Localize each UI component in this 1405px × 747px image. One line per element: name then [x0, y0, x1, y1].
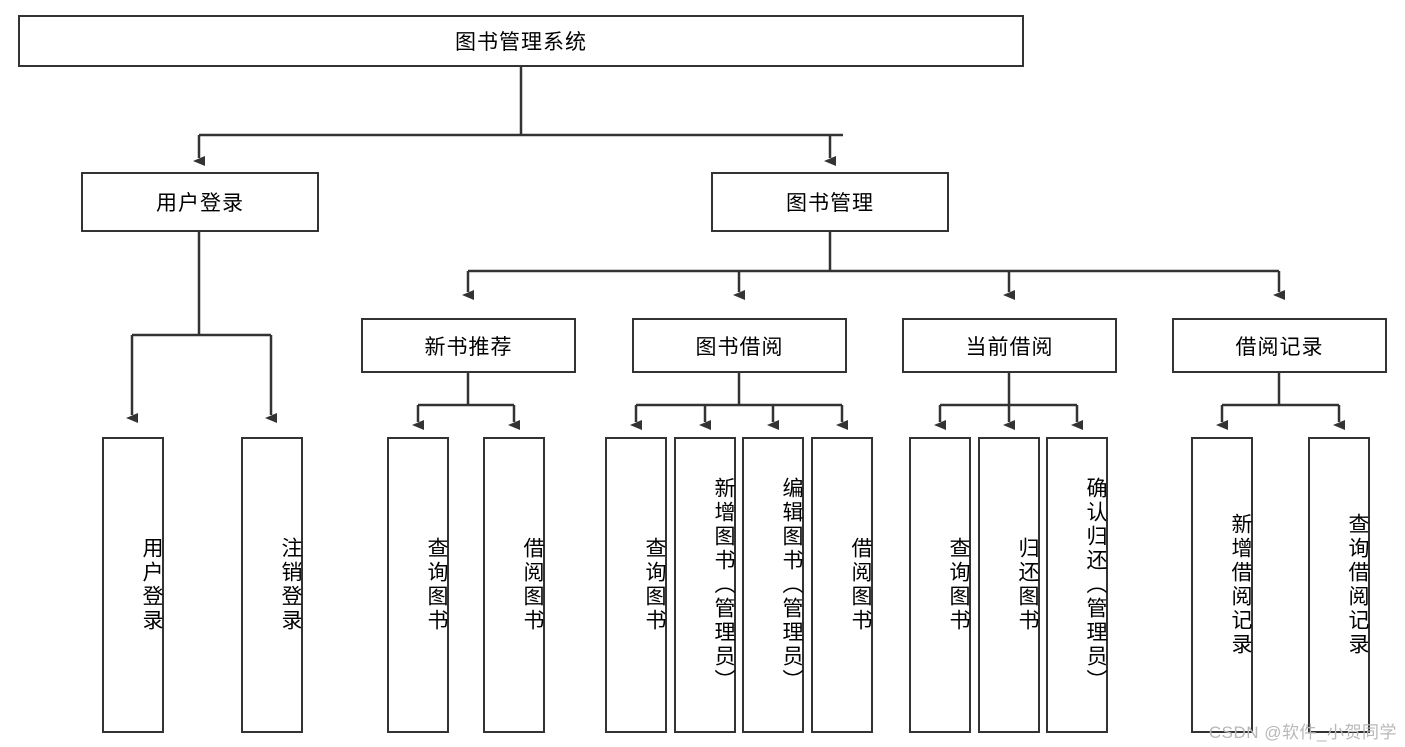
- node-leaf-query-book-1[interactable]: 查询图书: [387, 437, 449, 733]
- node-leaf-add-book[interactable]: 新增图书（管理员）: [674, 437, 736, 733]
- node-leaf-user-login-label: 用户登录: [140, 537, 163, 633]
- node-current-borrow[interactable]: 当前借阅: [902, 318, 1117, 373]
- node-user-login-label: 用户登录: [156, 192, 244, 215]
- node-leaf-query-book-2[interactable]: 查询图书: [605, 437, 667, 733]
- node-leaf-add-book-label: 新增图书（管理员）: [712, 477, 735, 693]
- node-user-login[interactable]: 用户登录: [81, 172, 319, 232]
- node-root-label: 图书管理系统: [455, 31, 587, 54]
- node-leaf-query-book-3[interactable]: 查询图书: [909, 437, 971, 733]
- node-leaf-add-record-label: 新增借阅记录: [1229, 513, 1252, 657]
- node-leaf-borrow-book-1-label: 借阅图书: [521, 537, 544, 633]
- node-borrow-record[interactable]: 借阅记录: [1172, 318, 1387, 373]
- node-leaf-return-book-label: 归还图书: [1016, 537, 1039, 633]
- node-book-borrow-label: 图书借阅: [695, 335, 784, 359]
- node-new-book-recommend[interactable]: 新书推荐: [361, 318, 576, 373]
- node-leaf-query-record[interactable]: 查询借阅记录: [1308, 437, 1370, 733]
- node-leaf-return-book[interactable]: 归还图书: [978, 437, 1040, 733]
- node-leaf-confirm-return-label: 确认归还（管理员）: [1084, 477, 1107, 693]
- node-leaf-borrow-book-2-label: 借阅图书: [849, 537, 872, 633]
- node-leaf-query-book-1-label: 查询图书: [425, 537, 448, 633]
- node-leaf-borrow-book-1[interactable]: 借阅图书: [483, 437, 545, 733]
- watermark-text: CSDN @软件_小贺同学: [1208, 723, 1397, 742]
- node-book-borrow[interactable]: 图书借阅: [632, 318, 847, 373]
- node-leaf-edit-book[interactable]: 编辑图书（管理员）: [742, 437, 804, 733]
- node-leaf-query-book-3-label: 查询图书: [947, 537, 970, 633]
- node-leaf-edit-book-label: 编辑图书（管理员）: [780, 477, 803, 693]
- node-book-manage-label: 图书管理: [786, 192, 874, 215]
- node-new-book-recommend-label: 新书推荐: [424, 335, 513, 359]
- node-book-manage[interactable]: 图书管理: [711, 172, 949, 232]
- node-current-borrow-label: 当前借阅: [965, 335, 1054, 359]
- node-borrow-record-label: 借阅记录: [1235, 335, 1324, 359]
- node-leaf-logout-login-label: 注销登录: [279, 537, 302, 633]
- node-root[interactable]: 图书管理系统: [18, 15, 1024, 67]
- node-leaf-query-book-2-label: 查询图书: [643, 537, 666, 633]
- node-leaf-confirm-return[interactable]: 确认归还（管理员）: [1046, 437, 1108, 733]
- node-leaf-user-login[interactable]: 用户登录: [102, 437, 164, 733]
- node-leaf-borrow-book-2[interactable]: 借阅图书: [811, 437, 873, 733]
- node-leaf-query-record-label: 查询借阅记录: [1346, 513, 1369, 657]
- node-leaf-logout-login[interactable]: 注销登录: [241, 437, 303, 733]
- node-leaf-add-record[interactable]: 新增借阅记录: [1191, 437, 1253, 733]
